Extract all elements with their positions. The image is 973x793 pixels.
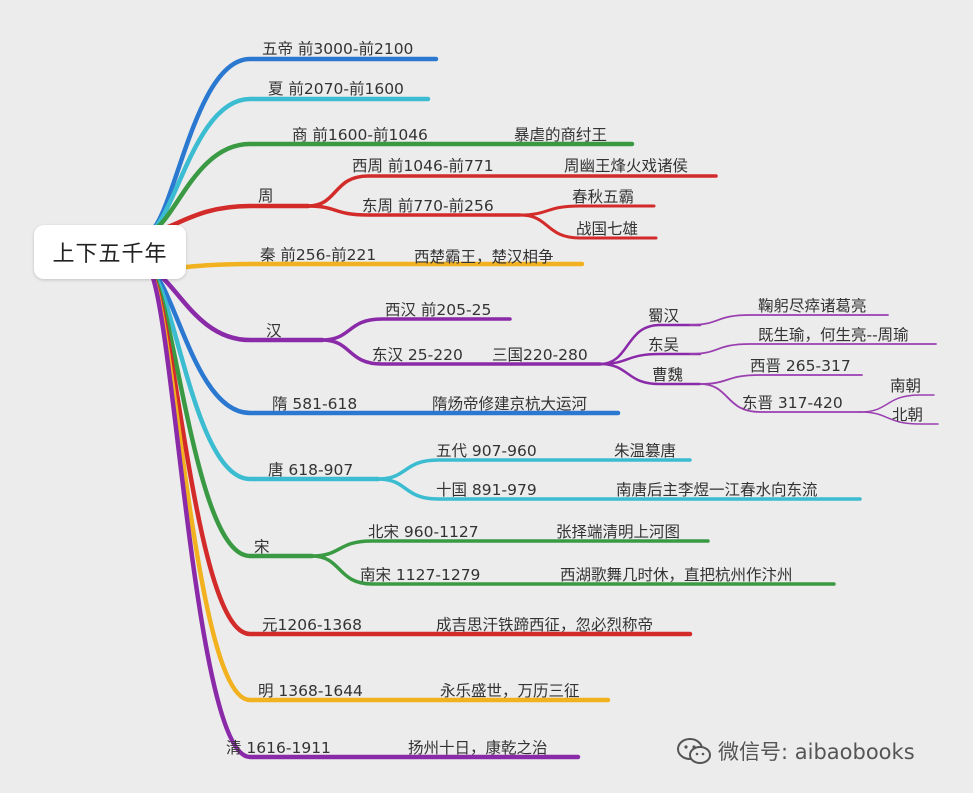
- note-wudai: 朱温篡唐: [614, 442, 677, 460]
- note-ming: 永乐盛世，万历三征: [440, 682, 580, 700]
- line-xijin: [699, 374, 863, 385]
- note-xizhou: 周幽王烽火戏诸侯: [564, 157, 689, 175]
- line-beisong: [310, 539, 710, 558]
- node-dongwu: 东吴: [648, 336, 680, 354]
- line-shuhan-note: [689, 314, 889, 326]
- node-chunqiu: 春秋五霸: [572, 188, 635, 206]
- node-wudi: 五帝 前3000-前2100: [262, 40, 414, 58]
- node-xijin: 西晋 265-317: [750, 357, 851, 375]
- node-ming: 明 1368-1644: [258, 682, 363, 700]
- node-nanchao: 南朝: [890, 377, 922, 395]
- line-dongjin: [699, 383, 861, 413]
- note-nansong: 西湖歌舞几时休，直把杭州作汴州: [560, 566, 793, 584]
- line-donghan: [320, 338, 602, 366]
- note-yuan: 成吉思汗铁蹄西征，忽必烈称帝: [436, 616, 654, 634]
- line-dongwu-note: [689, 343, 937, 355]
- node-sui: 隋 581-618: [272, 395, 358, 413]
- node-xihan: 西汉 前205-25: [385, 301, 492, 319]
- note-shang: 暴虐的商纣王: [514, 126, 608, 144]
- line-wudai: [376, 458, 692, 481]
- line-shiguo: [376, 477, 862, 501]
- node-zhanguo: 战国七雄: [576, 220, 639, 238]
- note-dongwu: 既生瑜，何生亮--周瑜: [758, 326, 909, 344]
- node-qin: 秦 前256-前221: [260, 246, 377, 264]
- watermark-text: 微信号: aibaobooks: [718, 740, 915, 764]
- note-beisong: 张择端清明上河图: [556, 523, 681, 541]
- node-beichao: 北朝: [892, 406, 924, 424]
- node-qing: 清 1616-1911: [226, 739, 331, 757]
- node-dongzhou: 东周 前770-前256: [362, 197, 494, 215]
- node-xia: 夏 前2070-前1600: [268, 80, 404, 98]
- note-shiguo: 南唐后主李煜一江春水向东流: [616, 481, 818, 499]
- line-nanchao: [859, 394, 935, 413]
- node-donghan: 东汉 25-220: [372, 346, 463, 364]
- node-zhou: 周: [258, 187, 274, 205]
- line-chunqiu: [518, 204, 656, 217]
- node-shiguo: 十国 891-979: [436, 481, 537, 499]
- wechat-icon: [677, 738, 711, 764]
- line-xia: [147, 96, 431, 235]
- line-caowei: [598, 362, 702, 386]
- node-sanguo: 三国220-280: [492, 346, 588, 364]
- root-title: 上下五千年: [52, 242, 168, 267]
- node-han: 汉: [266, 322, 282, 340]
- line-dongzhou: [306, 204, 522, 217]
- node-shang: 商 前1600-前1046: [292, 126, 428, 144]
- line-zhanguo: [518, 213, 658, 240]
- node-shuhan: 蜀汉: [648, 307, 680, 325]
- node-tang: 唐 618-907: [268, 461, 354, 479]
- node-nansong: 南宋 1127-1279: [360, 566, 481, 584]
- node-yuan: 元1206-1368: [262, 616, 362, 634]
- node-dongjin: 东晋 317-420: [742, 394, 843, 412]
- node-song: 宋: [254, 538, 270, 556]
- line-xihan: [320, 317, 512, 342]
- line-qing: [147, 267, 581, 760]
- node-caowei: 曹魏: [652, 366, 684, 384]
- note-sui: 隋炀帝修建京杭大运河: [432, 395, 588, 413]
- line-nansong: [310, 554, 836, 586]
- root-node: 上下五千年: [34, 225, 186, 279]
- node-wudai: 五代 907-960: [436, 442, 537, 460]
- node-xizhou: 西周 前1046-前771: [352, 157, 494, 175]
- note-shuhan: 鞠躬尽瘁诸葛亮: [758, 297, 867, 315]
- note-qing: 扬州十日，康乾之治: [408, 739, 548, 757]
- watermark: 微信号: aibaobooks: [676, 736, 915, 766]
- line-shuhan: [598, 323, 702, 366]
- line-sui: [147, 267, 621, 416]
- note-qin: 西楚霸王，楚汉相争: [414, 248, 554, 266]
- line-beichao: [859, 411, 939, 425]
- node-beisong: 北宋 960-1127: [368, 523, 479, 541]
